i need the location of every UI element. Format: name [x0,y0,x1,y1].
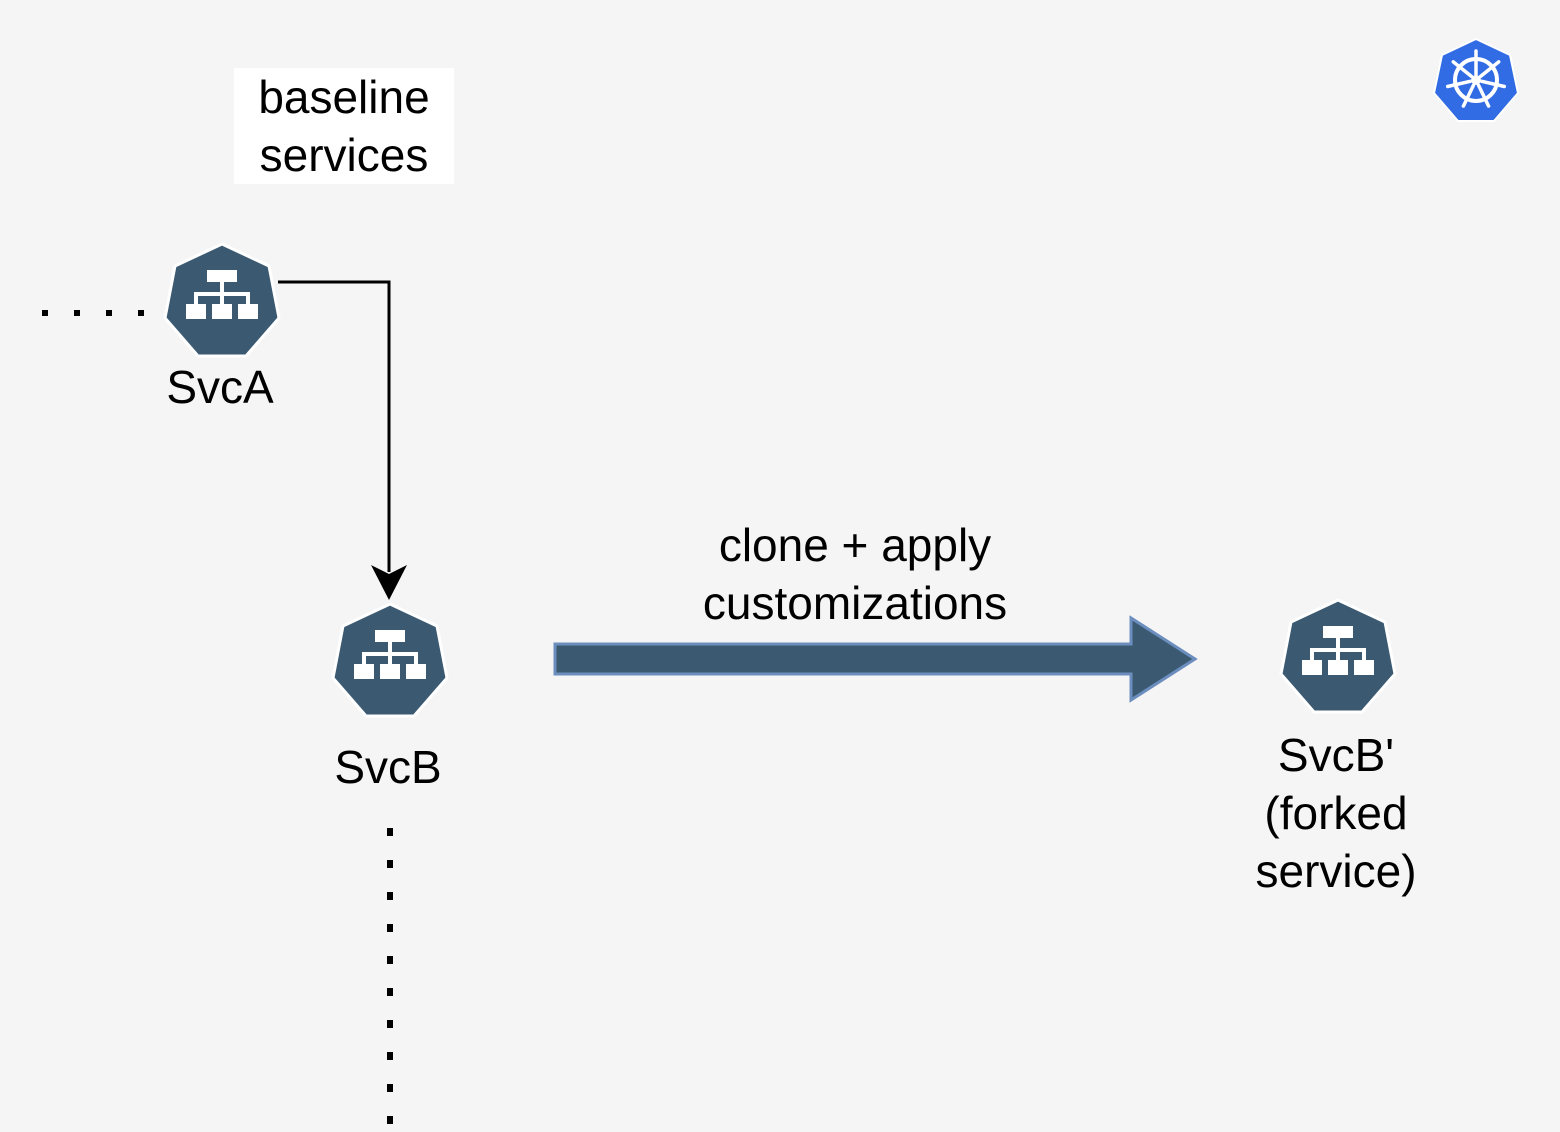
svca-to-svcb-edge [278,280,391,572]
svca-k8s-service-icon[interactable] [163,242,281,358]
svcb-label: SvcB [334,741,442,793]
title-line-1: baseline [258,71,430,123]
svcb-fork-k8s-service-icon[interactable] [1279,598,1397,714]
svca-label: SvcA [166,361,274,413]
clone-label-line-2: customizations [702,577,1008,629]
title-line-2: services [259,129,429,181]
kubernetes-logo-icon [1433,38,1519,122]
clone-arrow [553,615,1198,703]
svca-to-svcb-arrowhead [371,565,407,600]
svcb-fork-label-line-1: SvcB' [1277,729,1395,781]
svcb-fork-label-line-3: service) [1255,845,1417,897]
svcb-fork-label-line-2: (forked [1264,787,1408,839]
clone-label-line-1: clone + apply [718,519,992,571]
baseline-services-title: baseline services [234,68,454,184]
svcb-fork-label: SvcB' (forked service) [1216,726,1456,900]
svcb-k8s-service-icon[interactable] [331,602,449,718]
clone-edge-label: clone + apply customizations [630,516,1080,632]
